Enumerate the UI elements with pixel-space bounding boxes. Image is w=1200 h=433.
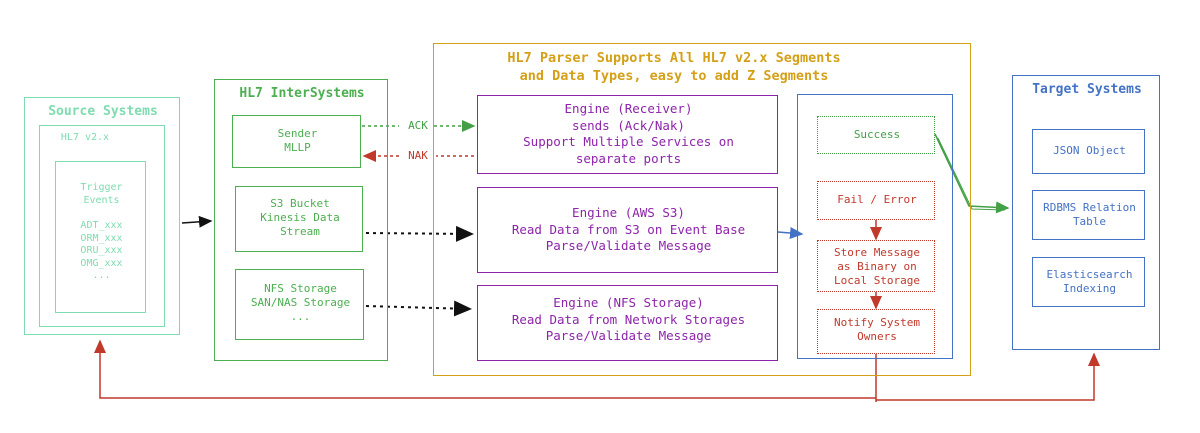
store-message-label: Store Message as Binary on Local Storage bbox=[833, 246, 921, 287]
target-systems-panel: Target Systems bbox=[1012, 75, 1160, 350]
trigger-events-list: ADT_xxx ORM_xxx ORU_xxx OMG_xxx ... bbox=[56, 220, 147, 283]
s3-kinesis-label: S3 Bucket Kinesis Data Stream bbox=[260, 197, 340, 238]
elasticsearch-label: Elasticsearch Indexing bbox=[1046, 268, 1133, 295]
hl7-v2-label: HL7 v2.x bbox=[60, 132, 110, 143]
notify-owners-box: Notify System Owners bbox=[817, 309, 935, 354]
arrow-success-to-target bbox=[934, 133, 1010, 214]
json-object-box: JSON Object bbox=[1032, 129, 1145, 174]
arrow-source-to-intersystems bbox=[181, 215, 213, 228]
notify-owners-label: Notify System Owners bbox=[833, 316, 921, 343]
source-systems-title: Source Systems bbox=[48, 104, 158, 119]
outcomes-panel bbox=[797, 94, 953, 359]
engine-receiver-label: Engine (Receiver) sends (Ack/Nak) Suppor… bbox=[523, 101, 734, 166]
elasticsearch-box: Elasticsearch Indexing bbox=[1032, 257, 1145, 307]
nak-label: NAK bbox=[403, 149, 433, 163]
sender-mllp-box: Sender MLLP bbox=[232, 115, 361, 168]
event-item: ORU_xxx bbox=[80, 245, 123, 256]
target-systems-title: Target Systems bbox=[1032, 82, 1142, 97]
json-object-label: JSON Object bbox=[1053, 144, 1126, 157]
ack-label: ACK bbox=[404, 119, 432, 133]
intersystems-panel: HL7 InterSystems bbox=[214, 79, 388, 361]
s3-kinesis-box: S3 Bucket Kinesis Data Stream bbox=[235, 186, 363, 252]
event-item: OMG_xxx bbox=[80, 257, 123, 269]
parser-title: HL7 Parser Supports All HL7 v2.x Segment… bbox=[507, 50, 841, 85]
event-item: ORM_xxx bbox=[80, 232, 123, 244]
nfs-storage-label: NFS Storage SAN/NAS Storage ... bbox=[250, 282, 351, 323]
engine-nfs-box: Engine (NFS Storage) Read Data from Netw… bbox=[477, 285, 778, 361]
engine-s3-box: Engine (AWS S3) Read Data from S3 on Eve… bbox=[477, 187, 778, 273]
event-item: ADT_xxx bbox=[80, 220, 123, 231]
nfs-storage-box: NFS Storage SAN/NAS Storage ... bbox=[235, 269, 364, 340]
store-message-box: Store Message as Binary on Local Storage bbox=[817, 240, 935, 292]
hl7-v2-box: HL7 v2.x bbox=[39, 125, 165, 327]
arrow-loop-to-source bbox=[94, 339, 876, 399]
intersystems-title: HL7 InterSystems bbox=[239, 86, 365, 101]
rdbms-box: RDBMS Relation Table bbox=[1032, 190, 1145, 240]
arrow-loop-to-target bbox=[876, 352, 1100, 401]
trigger-events-box: Trigger Events ADT_xxx ORM_xxx ORU_xxx O… bbox=[55, 161, 146, 313]
trigger-events-title: Trigger Events bbox=[80, 182, 123, 206]
engine-nfs-label: Engine (NFS Storage) Read Data from Netw… bbox=[511, 295, 746, 343]
engine-receiver-box: Engine (Receiver) sends (Ack/Nak) Suppor… bbox=[477, 95, 778, 174]
fail-error-box: Fail / Error bbox=[817, 181, 935, 220]
sender-mllp-label: Sender MLLP bbox=[277, 127, 318, 154]
arrow-engine-to-outcomes bbox=[777, 227, 804, 239]
rdbms-label: RDBMS Relation Table bbox=[1043, 201, 1136, 228]
event-item: ... bbox=[92, 270, 111, 281]
success-label: Success bbox=[853, 128, 901, 141]
engine-s3-label: Engine (AWS S3) Read Data from S3 on Eve… bbox=[511, 205, 746, 253]
source-systems-panel: Source Systems bbox=[24, 97, 180, 335]
parser-panel: HL7 Parser Supports All HL7 v2.x Segment… bbox=[433, 43, 971, 376]
fail-error-label: Fail / Error bbox=[837, 193, 917, 206]
success-box: Success bbox=[817, 116, 935, 154]
arrow-nfs-to-engine bbox=[365, 300, 472, 317]
